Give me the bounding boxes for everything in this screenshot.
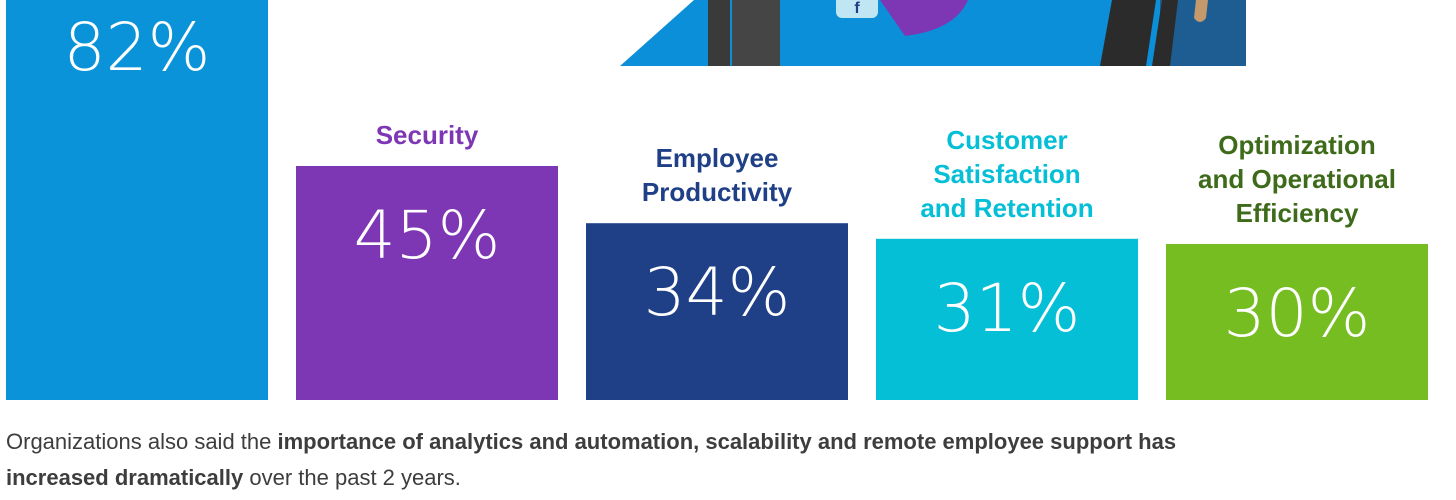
- person-hand: [1194, 0, 1208, 22]
- person-right-leg-2: [1152, 0, 1178, 66]
- person-left-leg-2: [732, 0, 780, 66]
- bar: [1166, 244, 1428, 400]
- footnote-prefix: Organizations also said the: [6, 429, 278, 454]
- category-label: Productivity: [642, 177, 793, 207]
- bar: [296, 166, 558, 400]
- bar-value-label: 34%: [644, 254, 791, 331]
- bar-value-label: 31%: [934, 270, 1081, 347]
- bar-value-label: 82%: [64, 9, 211, 86]
- person-left-leg: [708, 0, 730, 66]
- category-label: Efficiency: [1236, 198, 1359, 228]
- bar: [876, 238, 1138, 400]
- person-right-leg: [1100, 0, 1156, 66]
- illustration: f: [620, 0, 1246, 66]
- footnote-suffix: over the past 2 years.: [243, 465, 461, 490]
- category-label: and Operational: [1198, 164, 1396, 194]
- category-label: Satisfaction: [933, 159, 1080, 189]
- category-label: Security: [376, 120, 479, 150]
- category-label: Customer: [946, 125, 1067, 155]
- category-label: and Retention: [920, 193, 1093, 223]
- bar-value-label: 45%: [354, 197, 501, 274]
- f-letter-badge-icon: [836, 0, 878, 18]
- illustration-purple-shape: [880, 0, 968, 36]
- f-letter-badge-glyph: f: [854, 0, 860, 17]
- bar-value-label: 30%: [1224, 275, 1371, 352]
- category-label: Employee: [656, 143, 779, 173]
- footnote: Organizations also said the importance o…: [6, 424, 1256, 496]
- bar: [6, 0, 268, 400]
- bar: [586, 223, 848, 400]
- footnote-bold: importance of analytics and automation, …: [6, 429, 1177, 490]
- category-label: Optimization: [1218, 130, 1375, 160]
